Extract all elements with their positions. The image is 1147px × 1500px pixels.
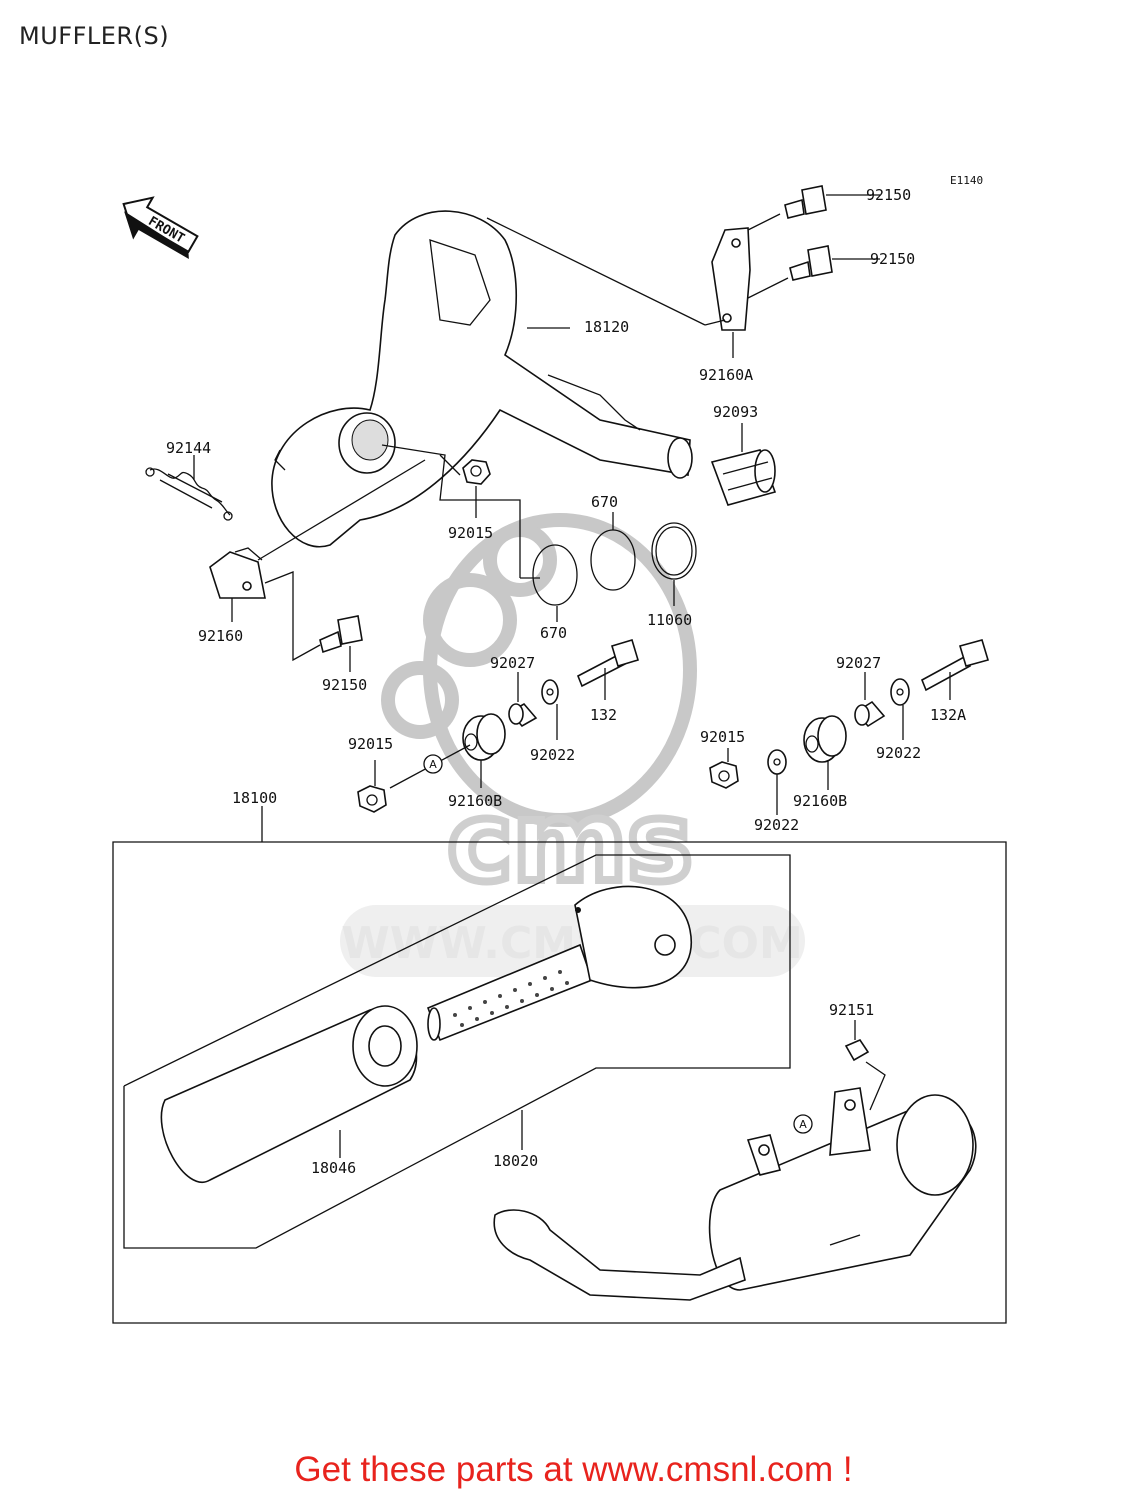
spring-92144 bbox=[145, 467, 233, 521]
ref-marker-a-lower bbox=[793, 1114, 813, 1134]
label-92150-middle: 92150 bbox=[870, 250, 915, 268]
muffler-body bbox=[493, 1087, 977, 1301]
bolt-92150-upper bbox=[784, 185, 827, 219]
label-92022-right: 92022 bbox=[876, 744, 921, 762]
part-labels: 92150 92150 18120 92160A 92093 92144 920… bbox=[166, 186, 966, 1177]
label-18046: 18046 bbox=[311, 1159, 356, 1177]
ref-marker-a-upper-text: A bbox=[429, 758, 437, 771]
nut-92015-upper bbox=[462, 459, 491, 485]
exploded-parts-diagram: cms WWW.CMSNL.COM E1140 FRONT bbox=[112, 174, 1007, 1324]
label-92015-upper: 92015 bbox=[448, 524, 493, 542]
washer-92022-left bbox=[541, 679, 559, 705]
gasket-11060 bbox=[651, 522, 697, 580]
gasket-670-left bbox=[532, 544, 578, 606]
joint-92093 bbox=[710, 449, 777, 506]
label-670-lower: 670 bbox=[540, 624, 567, 642]
label-92027-left: 92027 bbox=[490, 654, 535, 672]
label-92150-upper: 92150 bbox=[866, 186, 911, 204]
bolt-92151 bbox=[844, 1039, 870, 1062]
bracket-92160A bbox=[711, 227, 751, 331]
label-18100: 18100 bbox=[232, 789, 277, 807]
damper-92160B-right bbox=[803, 715, 847, 763]
label-132: 132 bbox=[590, 706, 617, 724]
bracket-92160 bbox=[209, 547, 266, 599]
washer-92022-right bbox=[890, 678, 910, 706]
label-92160B-right: 92160B bbox=[793, 792, 847, 810]
label-92015-lower-right: 92015 bbox=[700, 728, 745, 746]
label-92150-lower: 92150 bbox=[322, 676, 367, 694]
front-arrow-icon: FRONT bbox=[122, 196, 199, 259]
label-18020: 18020 bbox=[493, 1152, 538, 1170]
label-92144: 92144 bbox=[166, 439, 211, 457]
collar-92027-left bbox=[508, 702, 538, 728]
assembly-box-18100 bbox=[112, 818, 1007, 1324]
label-92160B-left: 92160B bbox=[448, 792, 502, 810]
label-11060: 11060 bbox=[647, 611, 692, 629]
bolt-132 bbox=[576, 639, 639, 688]
label-92022-left: 92022 bbox=[530, 746, 575, 764]
label-92160: 92160 bbox=[198, 627, 243, 645]
label-18120: 18120 bbox=[584, 318, 629, 336]
bolt-92150-left bbox=[319, 615, 363, 654]
expansion-chamber bbox=[271, 210, 693, 548]
footer-link[interactable]: Get these parts at www.cmsnl.com ! bbox=[294, 1450, 853, 1489]
ref-marker-a-upper bbox=[423, 754, 443, 774]
bolt-132A bbox=[920, 639, 990, 692]
label-92027-right: 92027 bbox=[836, 654, 881, 672]
nut-92015-lower-right bbox=[709, 761, 739, 789]
page-title: MUFFLER(S) bbox=[19, 22, 170, 50]
collar-92027-right bbox=[854, 700, 886, 728]
bolt-92150-lower bbox=[789, 245, 833, 281]
label-92160A: 92160A bbox=[699, 366, 753, 384]
diagram-code: E1140 bbox=[950, 174, 983, 187]
damper-92160B-left bbox=[462, 713, 506, 761]
label-92093: 92093 bbox=[713, 403, 758, 421]
inner-pipe-18020 bbox=[426, 885, 693, 1042]
glass-wool-18046 bbox=[160, 1005, 418, 1183]
ref-marker-a-lower-text: A bbox=[799, 1118, 807, 1131]
label-670-upper: 670 bbox=[591, 493, 618, 511]
label-92015-lower-left: 92015 bbox=[348, 735, 393, 753]
label-92022-lower-right: 92022 bbox=[754, 816, 799, 834]
label-132A: 132A bbox=[930, 706, 966, 724]
washer-92022-lower-right bbox=[767, 749, 787, 775]
label-92151: 92151 bbox=[829, 1001, 874, 1019]
nut-92015-lower-left bbox=[357, 785, 387, 813]
